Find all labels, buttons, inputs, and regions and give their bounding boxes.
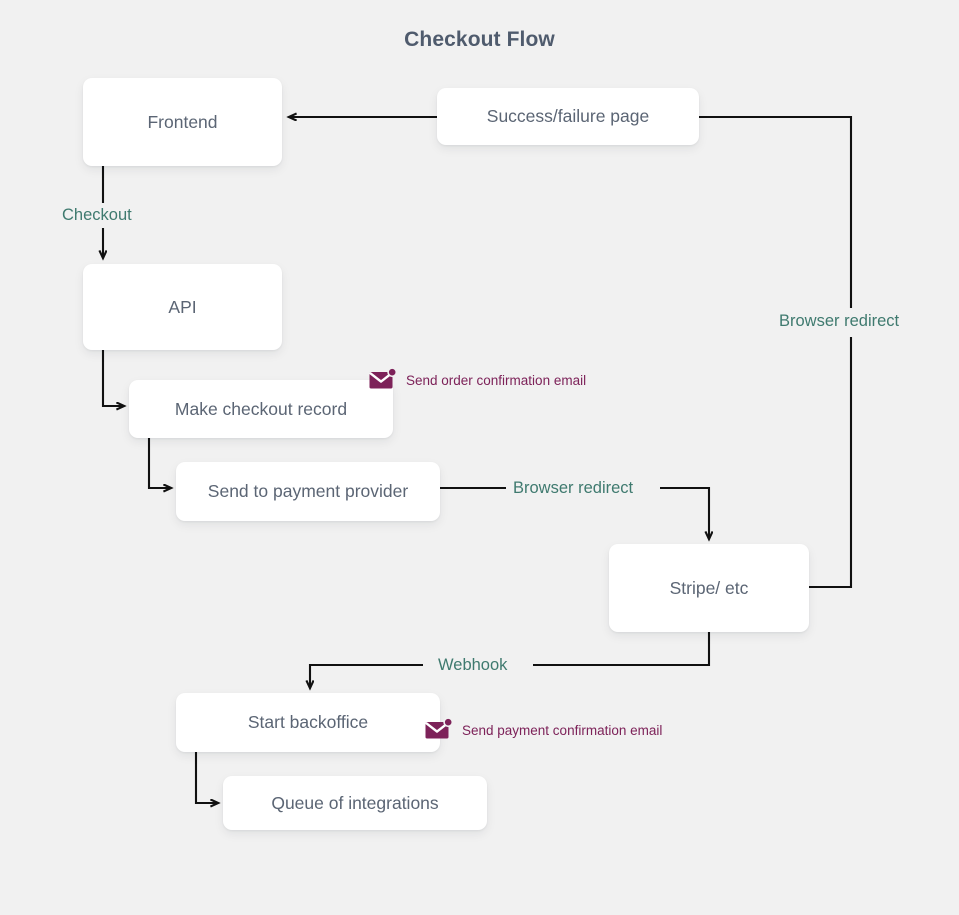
node-frontend[interactable]: Frontend: [83, 78, 282, 166]
edge-stripe-to-success-lower: [809, 337, 853, 589]
edge-backoffice-to-queue: [194, 752, 218, 803]
page-title: Checkout Flow: [404, 28, 555, 51]
node-send-to-payment-provider[interactable]: Send to payment provider: [176, 462, 440, 521]
node-send-to-payment-provider-label: Send to payment provider: [207, 481, 409, 501]
node-start-backoffice-label: Start backoffice: [247, 712, 369, 732]
mail-icon: [425, 718, 453, 739]
edge-label-checkout: Checkout: [55, 206, 139, 225]
edge-label-browser-redirect-return: Browser redirect: [772, 312, 907, 331]
node-frontend-label: Frontend: [147, 111, 218, 132]
annotation-send-order-confirmation-email: Send order confirmation email: [369, 368, 586, 392]
node-api-label: API: [168, 296, 197, 317]
edge-api-to-record: [101, 350, 124, 406]
node-api[interactable]: API: [83, 264, 282, 350]
node-stripe-label: Stripe/ etc: [669, 577, 749, 598]
edge-record-to-payment: [147, 438, 171, 488]
annotation-send-order-confirmation-email-label: Send order confirmation email: [406, 372, 587, 388]
annotation-send-payment-confirmation-email-label: Send payment confirmation email: [462, 722, 663, 738]
edge-payment-to-stripe-right: [660, 486, 709, 539]
edge-label-browser-redirect-payment: Browser redirect: [506, 479, 641, 498]
node-make-checkout-record-label: Make checkout record: [174, 398, 348, 419]
annotation-send-payment-confirmation-email: Send payment confirmation email: [425, 718, 662, 742]
node-start-backoffice[interactable]: Start backoffice: [176, 693, 440, 752]
edge-stripe-to-backoffice-right: [533, 632, 711, 667]
node-success-failure-page-label: Success/failure page: [486, 106, 650, 126]
node-stripe[interactable]: Stripe/ etc: [609, 544, 809, 632]
edge-label-webhook: Webhook: [431, 656, 515, 675]
node-queue-of-integrations-label: Queue of integrations: [271, 792, 439, 813]
node-make-checkout-record[interactable]: Make checkout record: [129, 380, 393, 438]
edge-stripe-to-backoffice-left: [310, 663, 423, 688]
edge-stripe-to-success-upper: [699, 115, 853, 308]
node-queue-of-integrations[interactable]: Queue of integrations: [223, 776, 487, 830]
node-success-failure-page[interactable]: Success/failure page: [437, 88, 699, 145]
mail-icon: [369, 368, 397, 389]
